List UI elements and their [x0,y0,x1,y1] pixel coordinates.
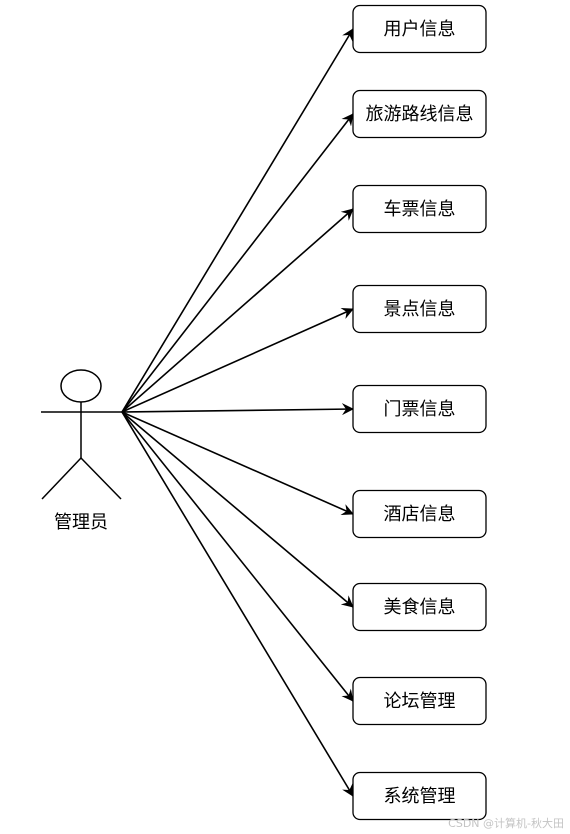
use-case-box [352,4,487,54]
association-arrow [121,208,354,413]
use-case-box [352,184,487,234]
use-case-label: 门票信息 [384,399,456,420]
association-arrow [121,113,354,413]
use-case-label: 旅游路线信息 [366,104,474,125]
use-case-node: 旅游路线信息 [352,89,487,139]
use-case-label: 景点信息 [384,299,456,320]
use-case-label: 用户信息 [384,19,456,40]
association-arrow [121,307,354,413]
use-case-node: 景点信息 [352,284,487,334]
association-arrow [121,403,354,416]
use-case-label: 美食信息 [384,597,456,618]
use-case-node: 车票信息 [352,184,487,234]
association-arrow [121,28,354,413]
use-case-node: 门票信息 [352,384,487,434]
use-case-box [352,284,487,334]
use-case-node: 系统管理 [352,771,487,821]
actor-head [60,369,102,403]
use-case-label: 车票信息 [384,199,456,220]
use-case-label: 酒店信息 [384,504,456,525]
use-case-box [352,771,487,821]
use-case-label: 论坛管理 [384,691,456,712]
actor-right-leg [80,457,122,500]
use-case-node: 酒店信息 [352,489,487,539]
use-case-box [352,384,487,434]
use-case-box [352,489,487,539]
association-arrow [121,411,354,702]
watermark: CSDN @计算机-秋大田 [448,817,564,830]
association-edges [121,28,354,797]
use-case-node: 用户信息 [352,4,487,54]
actor-figure: 管理员 [41,369,122,533]
use-case-node: 美食信息 [352,582,487,632]
use-case-box [352,89,487,139]
use-case-label: 系统管理 [384,786,456,807]
actor-label: 管理员 [54,512,108,533]
association-arrow [121,411,354,516]
association-arrow [121,411,354,797]
actor-left-leg [41,457,82,500]
association-arrow [121,411,354,608]
use-case-node: 论坛管理 [352,676,487,726]
use-case-box [352,582,487,632]
use-case-box [352,676,487,726]
